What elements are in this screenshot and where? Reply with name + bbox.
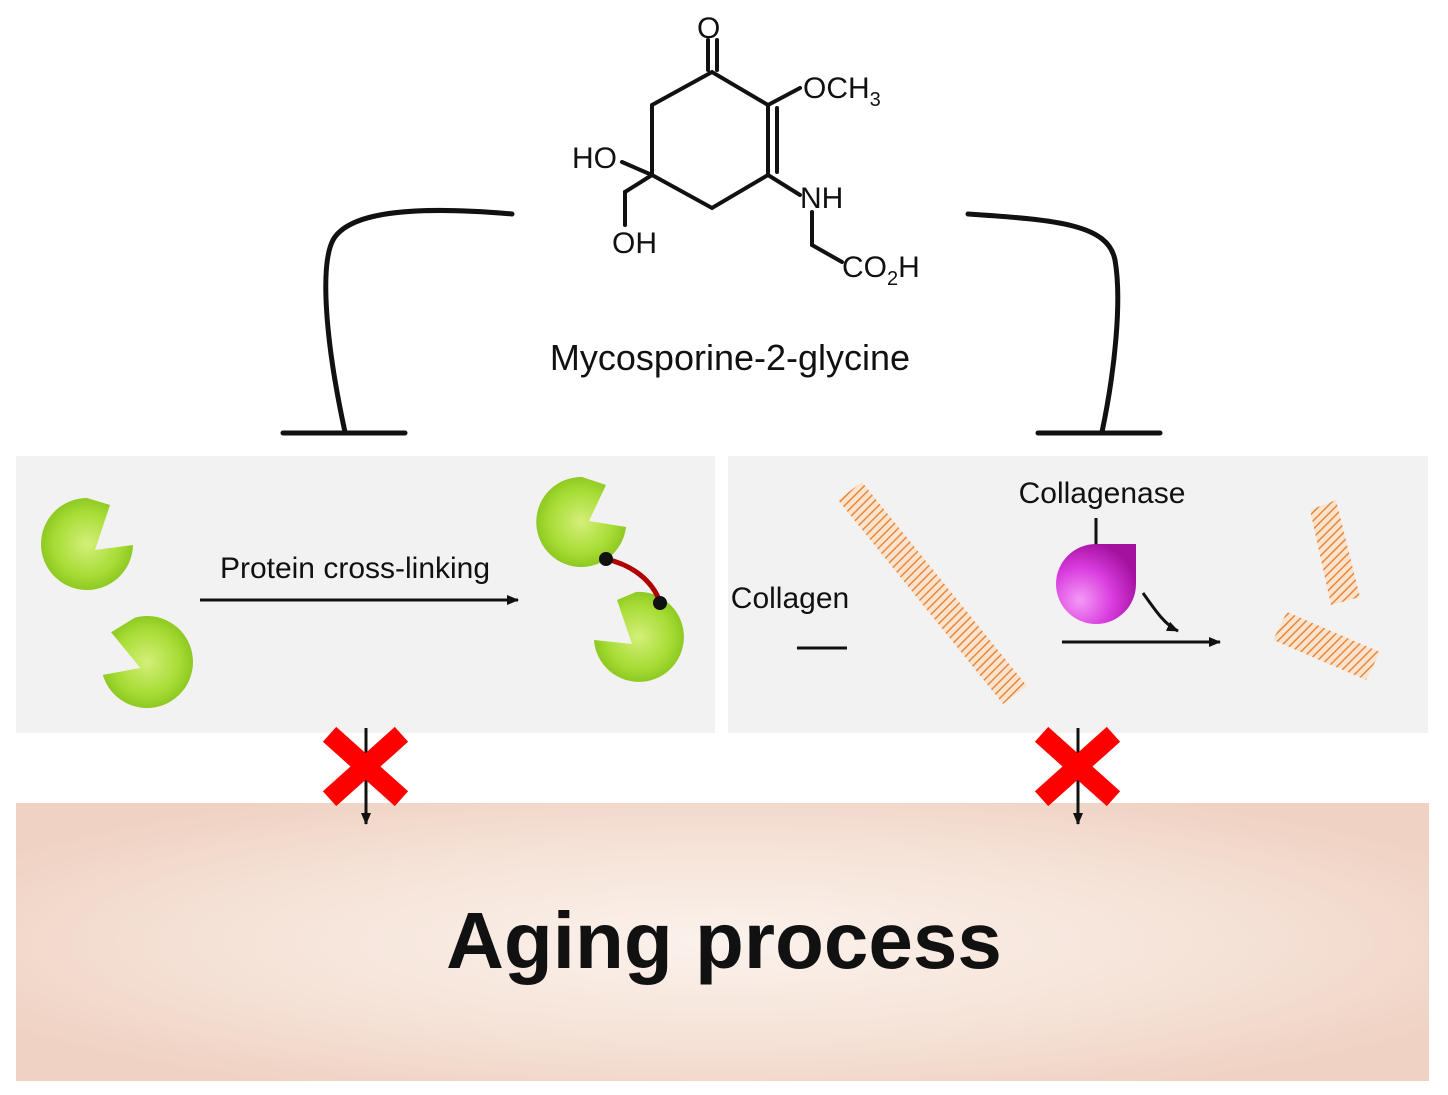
crosslink-bond (605, 556, 663, 603)
inhibition-connectors (280, 207, 1163, 436)
atom-amine: NH (800, 182, 843, 215)
structure-atom-labels: O OCH3 HO OH NH CO2H (572, 12, 920, 290)
atom-hydroxymethyl: OH (612, 227, 657, 260)
hydroxymethyl-bond-1 (623, 173, 654, 194)
collagenase-enzyme (1056, 544, 1136, 624)
left-blocked-arrow (322, 726, 409, 825)
aging-background (16, 803, 1429, 1081)
crosslink-node-2 (653, 596, 667, 610)
right-blocked-arrow (1034, 726, 1121, 825)
methoxy-bond (766, 86, 802, 107)
left-block-cross-icon (322, 726, 409, 807)
collagen-degradation-panel: Collagen Collagenase (728, 456, 1428, 733)
atom-carboxyl: CO2H (842, 251, 920, 290)
right-inhibition-curve (965, 211, 1121, 435)
mycosporine-structure (620, 38, 844, 264)
cyclohexene-ring (650, 69, 770, 211)
collagen-fiber (838, 482, 1027, 704)
aging-process-box: Aging process (16, 803, 1429, 1081)
atom-methoxy: OCH3 (803, 72, 881, 111)
crosslinked-protein-1 (536, 476, 626, 567)
molecule-name: Mycosporine-2-glycine (550, 337, 910, 378)
crosslinked-protein-2 (594, 591, 684, 682)
amine-bond (766, 173, 802, 197)
hydroxyl-bond (620, 160, 654, 177)
right-block-cross-icon (1034, 726, 1121, 807)
collagen-label: Collagen (731, 582, 849, 615)
aging-process-label: Aging process (446, 896, 1002, 985)
atom-hydroxyl: HO (572, 142, 617, 175)
protein-monomer-1 (41, 498, 133, 590)
protein-crosslinking-panel: Protein cross-linking (16, 456, 715, 733)
atom-oxygen: O (697, 12, 720, 45)
protein-monomer-2 (102, 616, 193, 708)
collagen-fragment-1 (1310, 500, 1360, 605)
left-inhibition-curve (323, 207, 515, 435)
protein-crosslinking-label: Protein cross-linking (220, 552, 490, 585)
glycine-bond-2 (810, 243, 844, 264)
collagenase-label: Collagenase (1019, 477, 1186, 510)
crosslink-node-1 (599, 552, 613, 566)
collagen-fragment-2 (1273, 612, 1380, 680)
enzyme-action-arrow (1141, 592, 1179, 633)
